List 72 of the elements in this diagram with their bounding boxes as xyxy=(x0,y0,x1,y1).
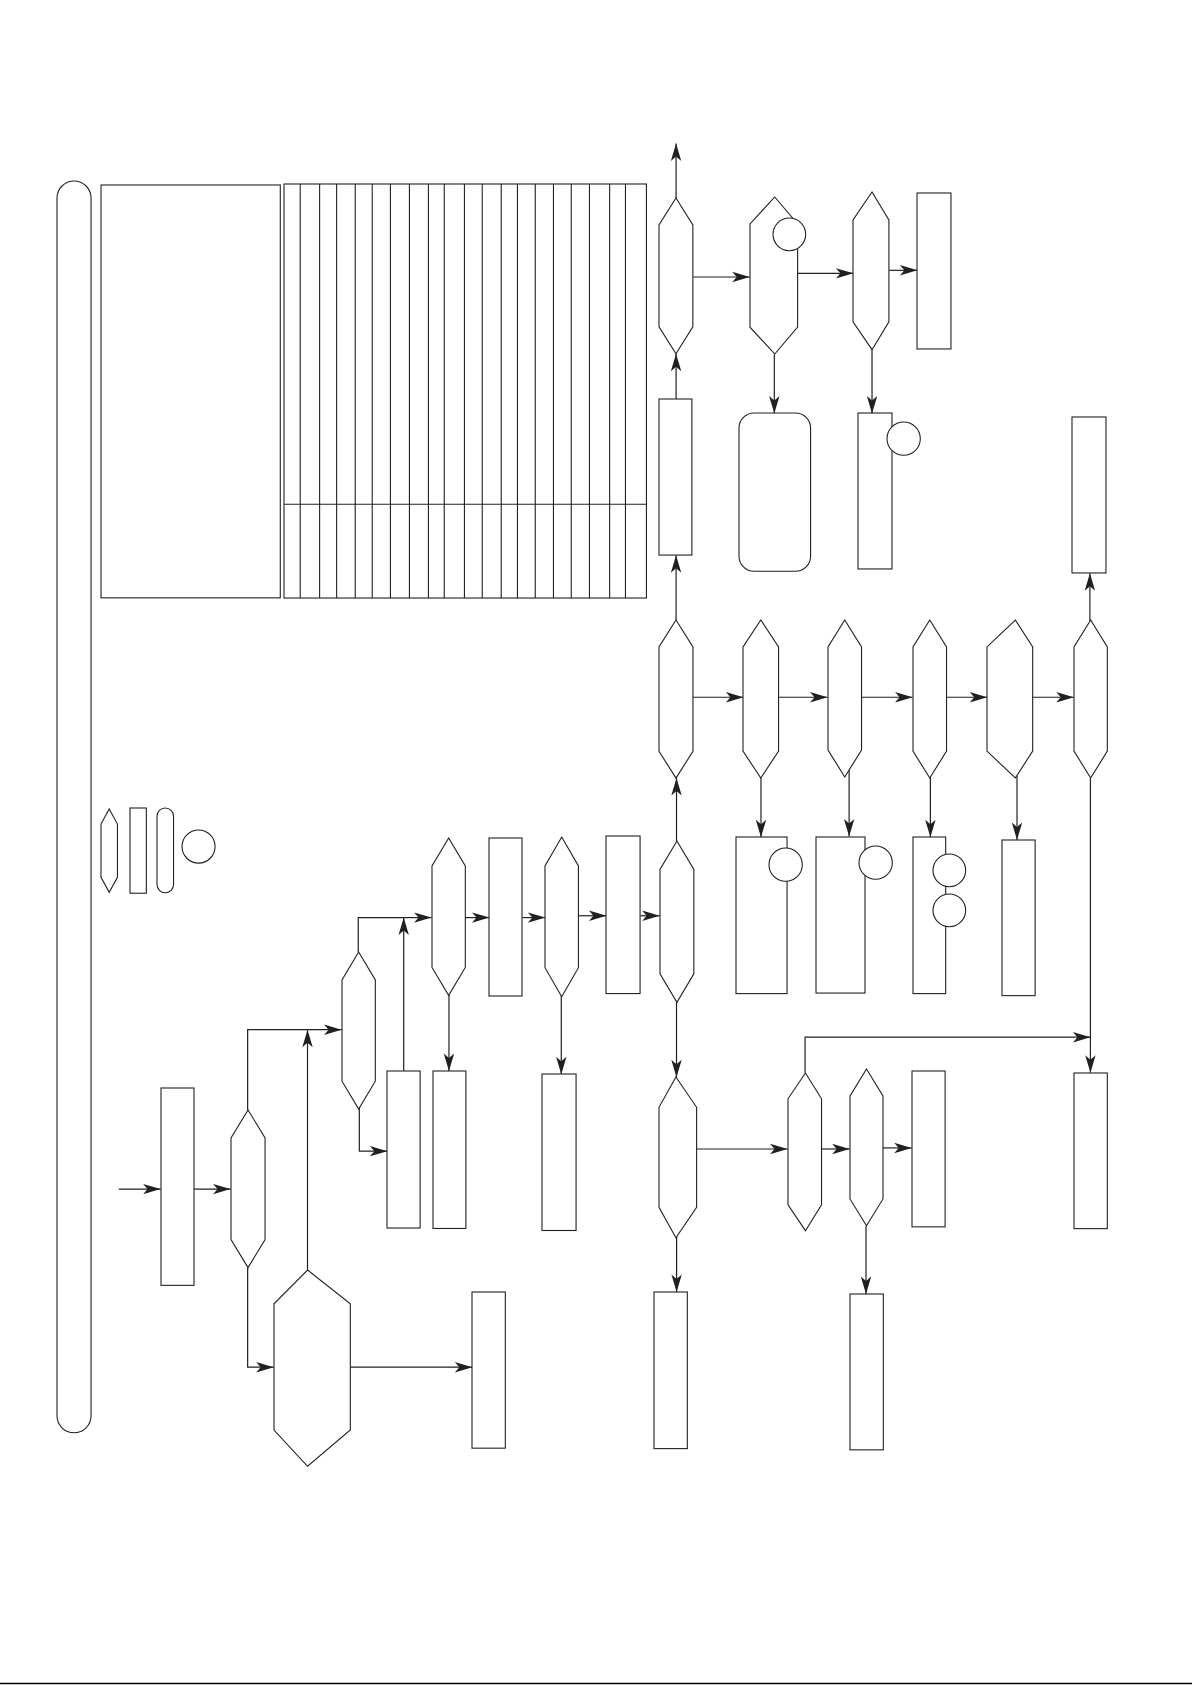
rectangle-node xyxy=(101,185,281,599)
rectangle-node xyxy=(1072,417,1107,574)
hexagon-node xyxy=(545,836,579,997)
hexagon-node xyxy=(341,952,375,1110)
rectangle-node xyxy=(472,1291,506,1449)
rectangle-node xyxy=(160,1087,194,1286)
rectangle-node xyxy=(1073,1072,1108,1229)
hexagon-node xyxy=(273,1269,350,1466)
hexagon-node xyxy=(659,620,694,779)
arrow xyxy=(302,1029,313,1271)
arrow xyxy=(769,353,780,414)
arrow xyxy=(671,1001,682,1078)
circle-node xyxy=(858,846,892,880)
hexagon-node xyxy=(912,620,947,779)
arrow xyxy=(670,142,682,200)
arrow xyxy=(860,1225,872,1295)
circle-node xyxy=(933,854,966,888)
arrow xyxy=(349,1362,473,1373)
hexagon-node xyxy=(849,1069,883,1227)
hexagon-node xyxy=(659,841,694,1003)
rectangle-node xyxy=(130,808,147,894)
rectangle-node xyxy=(432,1071,466,1229)
arrow xyxy=(1084,572,1096,622)
rectangle-node xyxy=(736,837,788,994)
capsule-node xyxy=(56,181,91,1433)
arrow xyxy=(358,1106,388,1157)
connector-line xyxy=(1089,777,1092,1038)
hexagon-node xyxy=(853,191,890,350)
circle-node xyxy=(887,421,921,455)
empty-table xyxy=(284,184,647,599)
rectangle-node xyxy=(850,1294,884,1450)
circle-node xyxy=(772,217,806,251)
hexagon-node xyxy=(987,620,1033,779)
hexagon-node xyxy=(101,809,118,893)
capsule-node xyxy=(156,808,174,894)
connector-line xyxy=(357,917,405,953)
rectangle-node xyxy=(654,1291,688,1449)
circle-node xyxy=(769,847,803,882)
arrow xyxy=(755,777,767,838)
rectangle-node xyxy=(815,836,865,993)
arrow xyxy=(1085,1036,1096,1074)
hexagon-node xyxy=(787,1072,822,1231)
arrow xyxy=(671,1236,682,1293)
rectangle-node xyxy=(606,836,641,994)
hexagon-node xyxy=(743,620,779,779)
rectangle-node xyxy=(1001,839,1035,996)
circle-node xyxy=(181,830,215,864)
rectangle-node xyxy=(542,1074,577,1231)
arrow xyxy=(670,353,682,400)
rectangle-node xyxy=(489,838,523,997)
hexagon-node xyxy=(659,198,694,355)
connector-line xyxy=(247,1029,309,1111)
hexagon-node xyxy=(1073,620,1108,779)
rectangle-node xyxy=(659,399,693,556)
rounded-rectangle-node xyxy=(739,413,811,572)
rectangle-node xyxy=(911,1070,945,1227)
hexagon-node xyxy=(659,1076,697,1238)
arrow xyxy=(443,993,455,1072)
rectangle-node xyxy=(387,1071,421,1229)
arrow xyxy=(1011,775,1023,841)
hexagon-node xyxy=(827,619,862,777)
arrow xyxy=(866,348,878,414)
hexagon-node xyxy=(230,1110,265,1268)
arrow xyxy=(804,1032,1092,1074)
arrow xyxy=(398,917,409,1072)
arrow xyxy=(671,777,682,842)
arrow xyxy=(925,775,936,838)
arrow xyxy=(670,554,682,622)
rectangle-node xyxy=(858,413,893,570)
hexagon-node xyxy=(431,838,465,996)
rectangle-node xyxy=(917,193,952,350)
circle-node xyxy=(932,893,966,927)
